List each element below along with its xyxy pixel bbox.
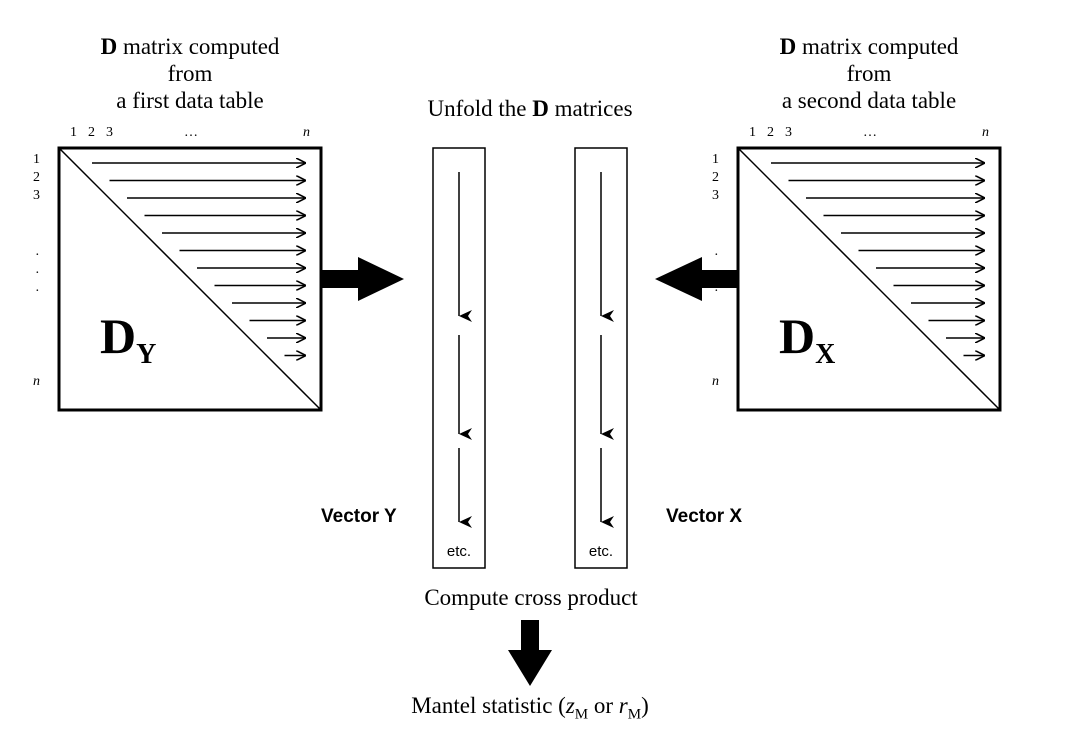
left-title-bold: D: [100, 34, 118, 59]
right-title-line2: from: [846, 61, 892, 86]
left-col-label-3: 3: [106, 125, 113, 140]
right-matrix-row-arrows: [771, 163, 984, 356]
right-symbol-d: D: [779, 308, 816, 364]
left-col-label-2: 2: [88, 125, 95, 140]
right-row-label-1: 1: [712, 152, 719, 167]
right-title-bold: D: [779, 34, 797, 59]
right-col-label-ellipsis: …: [863, 125, 877, 140]
left-symbol-d: D: [100, 308, 137, 364]
left-row-label-n: n: [33, 374, 40, 389]
right-matrix-box: [736, 146, 1002, 412]
right-title-line3: a second data table: [781, 88, 957, 113]
vector-y-column: [432, 147, 486, 569]
left-row-label-2: 2: [33, 170, 40, 185]
vector-y-label: Vector Y: [321, 506, 397, 527]
vector-x-label: Vector X: [666, 506, 743, 527]
right-matrix-symbol: DX: [779, 308, 835, 373]
result-or: or: [588, 693, 619, 718]
unfold-prefix: Unfold the: [427, 96, 533, 121]
left-matrix-symbol: DY: [100, 308, 156, 373]
mantel-statistic-label: Mantel statistic (zM or rM): [330, 693, 730, 724]
left-row-dot-1: ·: [35, 248, 40, 263]
right-row-dot-1: ·: [714, 248, 719, 263]
vector-x-column: [574, 147, 628, 569]
right-row-dot-2: ·: [714, 284, 719, 299]
result-suffix: ): [641, 693, 649, 718]
left-symbol-sub: Y: [136, 339, 157, 370]
right-col-label-1: 1: [749, 125, 756, 140]
left-row-label-1: 1: [33, 152, 40, 167]
right-row-label-2: 2: [712, 170, 719, 185]
left-col-label-ellipsis: …: [184, 125, 198, 140]
right-symbol-sub: X: [815, 339, 836, 370]
left-row-label-3: 3: [33, 188, 40, 203]
left-title-line3: a first data table: [116, 88, 264, 113]
result-z: z: [565, 693, 575, 718]
compute-label: Compute cross product: [424, 585, 638, 610]
thick-arrow-left: [655, 257, 738, 301]
left-row-dot-2: ·: [35, 266, 40, 281]
left-col-label-1: 1: [70, 125, 77, 140]
right-row-label-n: n: [712, 374, 719, 389]
vector-y-etc: etc.: [446, 543, 472, 560]
left-title-line1: matrix computed: [117, 34, 280, 59]
left-matrix-row-arrows: [92, 163, 305, 356]
unfold-suffix: matrices: [548, 96, 633, 121]
left-matrix-title: D matrix computed from a first data tabl…: [50, 33, 330, 114]
unfold-bold: D: [532, 96, 549, 121]
result-r-sub: M: [627, 706, 642, 723]
left-col-label-n: n: [303, 125, 310, 140]
left-row-dot-3: ·: [35, 284, 40, 299]
right-title-line1: matrix computed: [796, 34, 959, 59]
left-matrix-box: [57, 146, 323, 412]
right-col-label-3: 3: [785, 125, 792, 140]
right-matrix-title: D matrix computed from a second data tab…: [729, 33, 1009, 114]
right-col-label-n: n: [982, 125, 989, 140]
right-col-label-2: 2: [767, 125, 774, 140]
thick-arrow-down: [508, 620, 552, 686]
vector-x-etc: etc.: [588, 543, 614, 560]
result-r: r: [618, 693, 628, 718]
left-title-line2: from: [167, 61, 213, 86]
result-z-sub: M: [574, 706, 589, 723]
unfold-heading: Unfold the D matrices: [380, 96, 680, 122]
result-prefix: Mantel statistic (: [411, 693, 566, 718]
thick-arrow-right: [321, 257, 404, 301]
right-row-label-3: 3: [712, 188, 719, 203]
